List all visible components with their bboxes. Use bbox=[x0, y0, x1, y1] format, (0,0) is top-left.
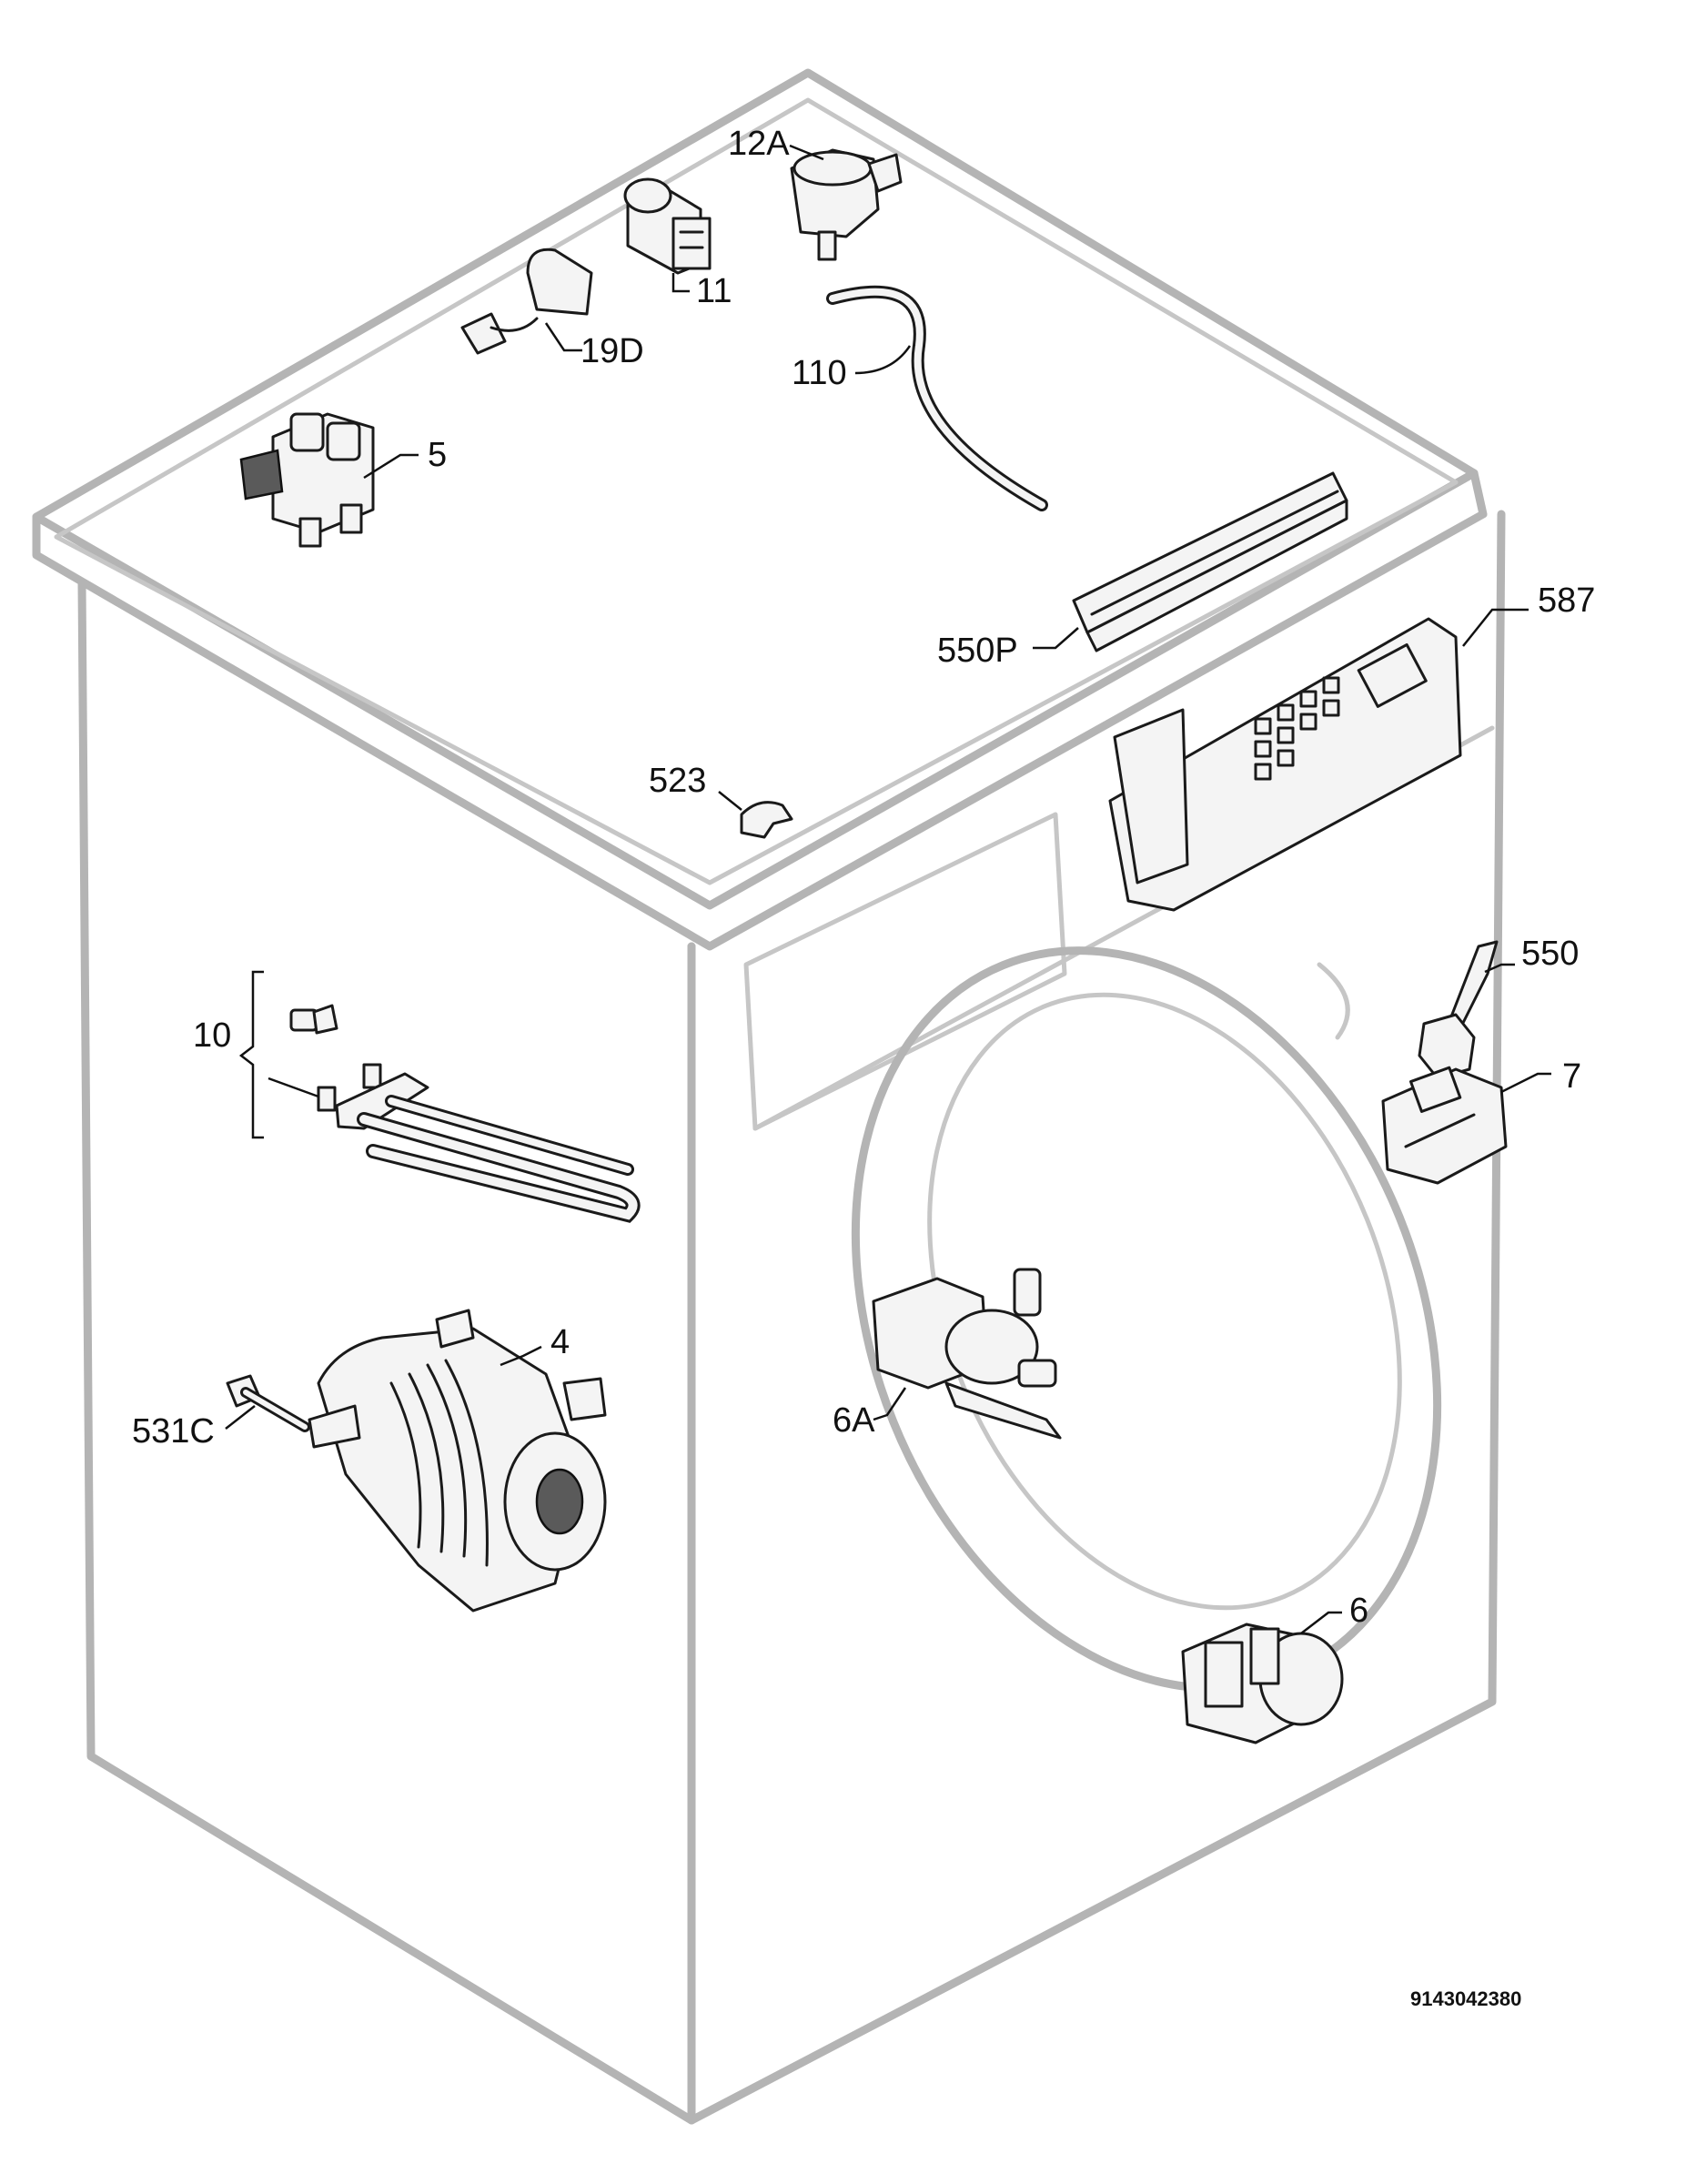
label-523: 523 bbox=[649, 762, 706, 800]
label-6: 6 bbox=[1349, 1592, 1368, 1630]
label-7: 7 bbox=[1562, 1057, 1581, 1096]
pressure-switch-12a bbox=[789, 144, 903, 261]
door-lock-7 bbox=[1381, 1066, 1551, 1185]
capacitor-11 bbox=[623, 177, 712, 293]
electronic-board-587 bbox=[1108, 608, 1529, 912]
pressure-hose-110 bbox=[826, 285, 1048, 511]
motor-bolt-531c bbox=[225, 1374, 310, 1432]
suppressor-19d bbox=[460, 248, 593, 355]
drain-pump-6a bbox=[872, 1268, 1062, 1440]
label-10: 10 bbox=[193, 1016, 231, 1055]
label-5: 5 bbox=[428, 436, 447, 474]
washer-cabinet bbox=[32, 68, 1506, 2125]
drain-pump-6 bbox=[1181, 1611, 1344, 1744]
label-550: 550 bbox=[1521, 935, 1579, 973]
label-531c: 531C bbox=[132, 1412, 215, 1451]
label-550p: 550P bbox=[937, 632, 1018, 670]
heating-element-10 bbox=[238, 970, 641, 1223]
label-110: 110 bbox=[792, 354, 847, 392]
door-handle-550 bbox=[1418, 940, 1515, 1080]
label-587: 587 bbox=[1538, 581, 1595, 620]
label-4: 4 bbox=[550, 1323, 570, 1361]
inlet-valve-5 bbox=[239, 412, 419, 548]
motor-4 bbox=[308, 1309, 607, 1613]
clip-523 bbox=[718, 791, 793, 839]
label-19d: 19D bbox=[580, 332, 644, 370]
label-12a: 12A bbox=[728, 125, 790, 163]
label-6a: 6A bbox=[833, 1401, 875, 1440]
panel-cover-550p bbox=[1033, 471, 1348, 652]
label-11: 11 bbox=[696, 272, 732, 310]
board-components bbox=[1254, 676, 1340, 781]
document-id: 9143042380 bbox=[1410, 1987, 1521, 2010]
part-labels: 12A 11 19D 110 5 587 550P 523 550 10 7 4… bbox=[132, 125, 1595, 1630]
